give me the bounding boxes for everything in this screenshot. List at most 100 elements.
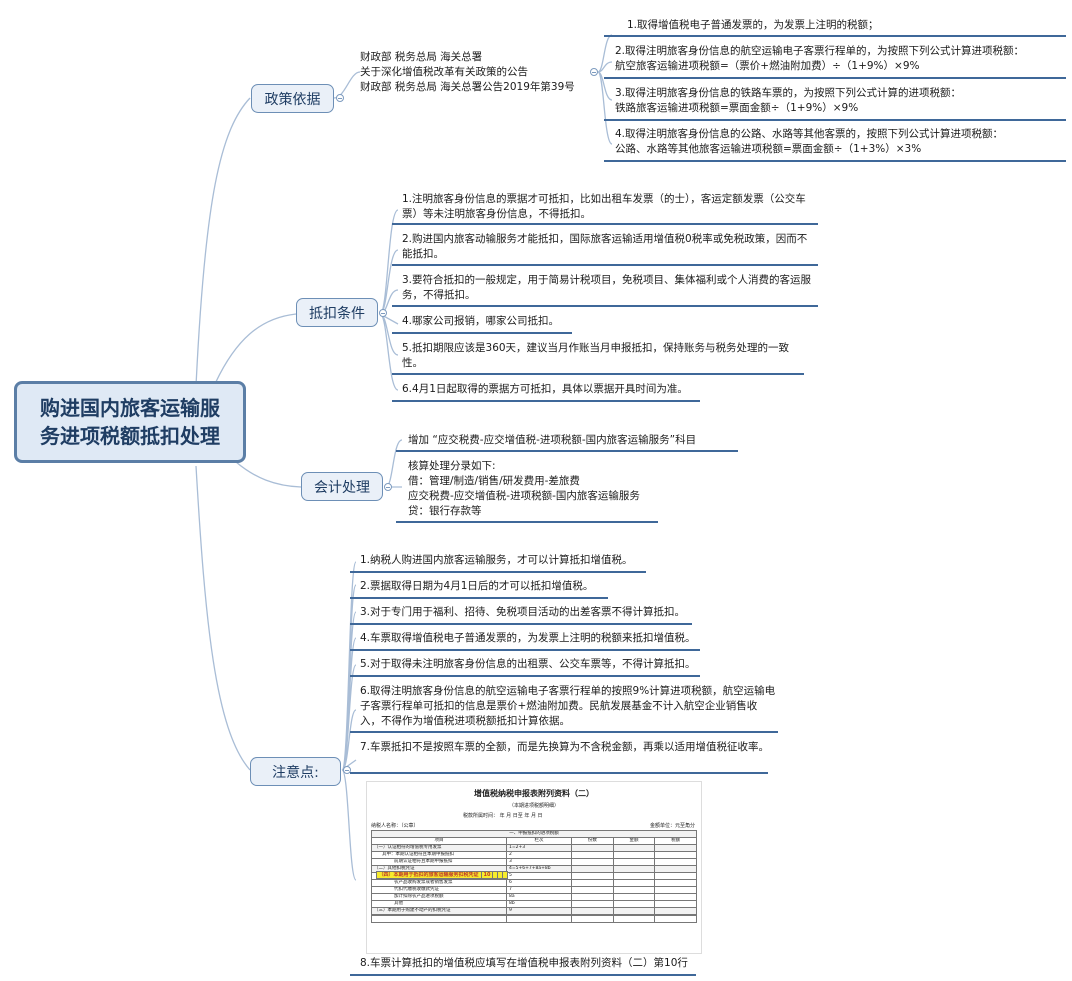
accounting-entry: 贷：银行存款等: [408, 505, 482, 517]
note-item: 6.取得注明旅客身份信息的航空运输电子客票行程单的按照9%计算进项税额，航空运输…: [360, 685, 776, 727]
form-cell: 4=5+6+7+8a+8b: [506, 865, 572, 873]
policy-item: 4.取得注明旅客身份信息的公路、水路等其他客票的，按照下列公式计算进项税额：: [615, 128, 1004, 140]
form-cell: 农产品收购发票或者销售发票: [371, 879, 507, 887]
accounting-subject: 增加 “应交税费-应交增值税-进项税额-国内旅客运输服务”科目: [408, 434, 697, 446]
form-cell: （一）认证相符的增值税专用发票: [371, 844, 507, 852]
form-cell: （三）本期用于购建不动产的扣税凭证: [371, 907, 507, 915]
form-header: 金额: [612, 837, 656, 845]
separator: [392, 400, 700, 402]
form-header: 项目: [371, 837, 507, 845]
branch-conditions[interactable]: 抵扣条件: [296, 298, 378, 327]
policy-item-formula: 航空旅客运输进项税额=（票价+燃油附加费）÷（1+9%）×9%: [615, 60, 920, 72]
separator: [392, 223, 818, 225]
separator: [350, 623, 692, 625]
collapse-toggle-icon[interactable]: [379, 309, 387, 317]
separator: [392, 332, 572, 334]
branch-conditions-label: 抵扣条件: [309, 305, 365, 322]
form-cell: 8b: [506, 900, 572, 908]
separator: [604, 77, 1066, 79]
form-cell: 5: [506, 872, 572, 880]
form-table: 一、申报抵扣的进项税额 项目 栏次 份数 金额 税额 （一）认证相符的增值税专用…: [371, 830, 697, 923]
separator: [604, 160, 1066, 162]
separator: [392, 373, 804, 375]
separator: [396, 450, 738, 452]
form-cell-highlighted: （四）本期用于抵扣的旅客运输服务扣税凭证: [375, 870, 482, 879]
policy-basis-line: 财政部 税务总局 海关总署公告2019年第39号: [360, 81, 575, 93]
note-item: 1.纳税人购进国内旅客运输服务，才可以计算抵扣增值税。: [360, 554, 633, 566]
form-title: 增值税纳税申报表附列资料（二）: [474, 789, 594, 798]
condition-item: 5.抵扣期限应该是360天，建议当月作账当月申报抵扣，保持账务与税务处理的一致性…: [402, 342, 790, 369]
policy-item-formula: 铁路旅客运输进项税额=票面金额÷（1+9%）×9%: [615, 102, 859, 114]
separator: [392, 264, 818, 266]
root-title-line1: 购进国内旅客运输服: [40, 396, 220, 420]
separator: [396, 521, 658, 523]
branch-policy-label: 政策依据: [264, 91, 321, 108]
note-item: 7.车票抵扣不是按照车票的全额，而是先换算为不含税金额，再乘以适用增值税征收率。: [360, 741, 770, 753]
separator: [350, 597, 608, 599]
branch-policy[interactable]: 政策依据: [251, 84, 334, 113]
separator: [604, 119, 1066, 121]
accounting-entry: 借：管理/制造/销售/研发费用-差旅费: [408, 475, 580, 487]
separator: [350, 649, 700, 651]
form-taxpayer: 纳税人名称：（公章）: [371, 823, 419, 829]
separator: [604, 35, 1066, 37]
note-item: 2.票据取得日期为4月1日后的才可以抵扣增值税。: [360, 580, 594, 592]
root-title-line2: 务进项税额抵扣处理: [40, 424, 220, 448]
form-cell: 9: [506, 907, 572, 915]
form-header: 税额: [654, 837, 697, 845]
policy-item: 2.取得注明旅客身份信息的航空运输电子客票行程单的，为按照下列公式计算进项税额：: [615, 45, 1025, 57]
form-unit: 金额单位：元至角分: [649, 823, 695, 829]
vat-form-image: 增值税纳税申报表附列资料（二） （本期进项税额明细） 税款所属时间： 年 月 日…: [366, 781, 702, 954]
form-cell: 其他: [371, 900, 507, 908]
note-item: 3.对于专门用于福利、招待、免税项目活动的出差客票不得计算抵扣。: [360, 606, 686, 618]
form-cell: 1=2+3: [506, 844, 572, 852]
condition-item: 4.哪家公司报销，哪家公司抵扣。: [402, 315, 560, 327]
form-cell: 7: [506, 886, 572, 894]
form-cell: 加计扣除农产品进项税额: [371, 893, 507, 901]
form-cell: 前期认证相符且本期申报抵扣: [371, 858, 507, 866]
form-header: 栏次: [506, 837, 572, 845]
form-cell: 8a: [506, 893, 572, 901]
policy-item-formula: 公路、水路等其他旅客运输进项税额=票面金额÷（1+3%）×3%: [615, 143, 922, 155]
policy-item: 1.取得增值税电子普通发票的，为发票上注明的税额；: [627, 19, 879, 31]
separator: [350, 731, 778, 733]
branch-notes[interactable]: 注意点:: [250, 757, 341, 786]
separator: [392, 305, 818, 307]
separator: [350, 571, 646, 573]
form-cell: [371, 915, 507, 923]
accounting-entry: 核算处理分录如下:: [408, 460, 496, 472]
branch-accounting[interactable]: 会计处理: [301, 472, 383, 501]
form-cell: 其中：本期认证相符且本期申报抵扣: [371, 851, 507, 859]
condition-item: 1.注明旅客身份信息的票据才可抵扣，比如出租车发票（的士），客运定额发票（公交车…: [402, 193, 806, 220]
policy-basis-line: 财政部 税务总局 海关总署: [360, 51, 483, 63]
collapse-toggle-icon[interactable]: [590, 68, 598, 76]
note-item: 8.车票计算抵扣的增值税应填写在增值税申报表附列资料（二）第10行: [360, 957, 688, 969]
collapse-toggle-icon[interactable]: [384, 483, 392, 491]
separator: [350, 675, 700, 677]
condition-item: 3.要符合抵扣的一般规定，用于简易计税项目，免税项目、集体福利或个人消费的客运服…: [402, 274, 812, 301]
form-cell: [506, 915, 572, 923]
collapse-toggle-icon[interactable]: [336, 94, 344, 102]
form-cell-highlighted: 10: [480, 870, 494, 879]
condition-item: 6.4月1日起取得的票据方可抵扣，具体以票据开具时间为准。: [402, 383, 688, 395]
form-section: 一、申报抵扣的进项税额: [371, 830, 697, 838]
separator: [350, 772, 768, 774]
form-subtitle: （本期进项税额明细）: [508, 803, 559, 809]
form-cell: 2: [506, 851, 572, 859]
form-header: 份数: [571, 837, 614, 845]
form-cell: 6: [506, 879, 572, 887]
collapse-toggle-icon[interactable]: [343, 766, 351, 774]
separator: [350, 974, 696, 976]
condition-item: 2.购进国内旅客动输服务才能抵扣，国际旅客运输适用增值税0税率或免税政策，因而不…: [402, 233, 808, 260]
branch-notes-label: 注意点:: [272, 764, 319, 781]
policy-basis-line: 关于深化增值税改革有关政策的公告: [360, 66, 528, 78]
accounting-entry: 应交税费-应交增值税-进项税额-国内旅客运输服务: [408, 490, 640, 502]
form-cell: 3: [506, 858, 572, 866]
form-cell: 代扣代缴税收缴款凭证: [371, 886, 507, 894]
root-topic[interactable]: 购进国内旅客运输服务进项税额抵扣处理: [14, 381, 246, 463]
branch-accounting-label: 会计处理: [314, 479, 370, 496]
note-item: 4.车票取得增值税电子普通发票的，为发票上注明的税额来抵扣增值税。: [360, 632, 696, 644]
form-period: 税款所属时间： 年 月 日至 年 月 日: [463, 813, 543, 819]
policy-item: 3.取得注明旅客身份信息的铁路车票的，为按照下列公式计算的进项税额：: [615, 87, 962, 99]
